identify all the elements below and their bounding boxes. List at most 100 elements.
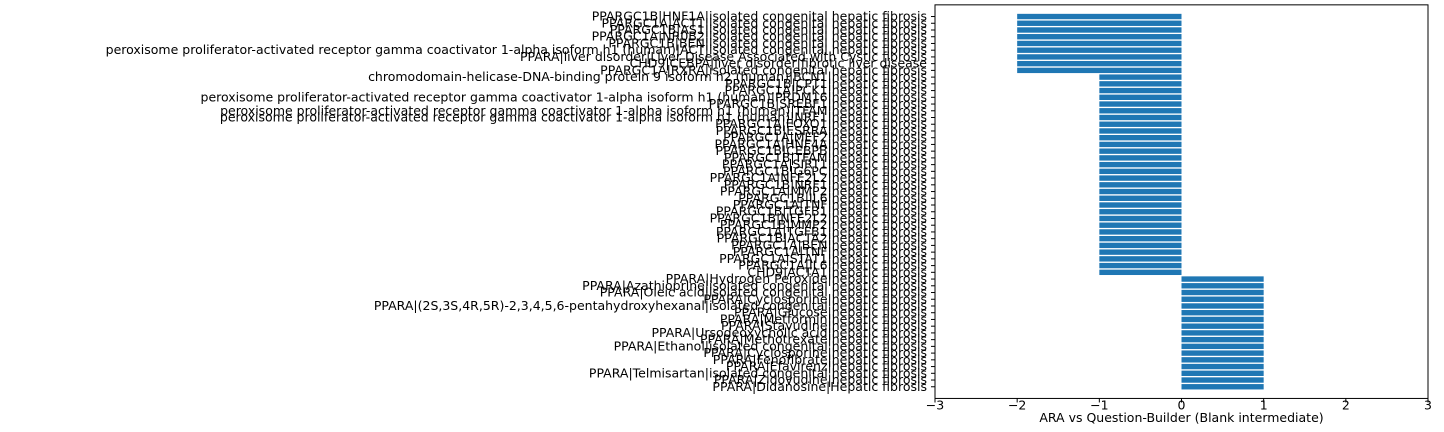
bar xyxy=(1099,249,1182,255)
category-label: PPARA|Glucose|hepatic fibrosis xyxy=(734,305,927,320)
bar xyxy=(1017,54,1182,60)
x-tick-label: 2 xyxy=(1342,398,1350,413)
bar xyxy=(1099,256,1182,262)
x-tick-label: −3 xyxy=(926,398,944,413)
bar xyxy=(1017,40,1182,47)
bar xyxy=(1099,195,1182,201)
bar xyxy=(1181,283,1264,289)
category-label: peroxisome proliferator-activated recept… xyxy=(201,89,927,104)
category-label: PPARA|Ursodeoxycholic acid|hepatic fibro… xyxy=(651,325,927,340)
category-label: PPARGC1A|TNF|hepatic fibrosis xyxy=(733,244,927,259)
bar xyxy=(1017,47,1182,53)
plot-frame xyxy=(934,4,1429,399)
category-label: PPARGC1B|TGFB1|hepatic fibrosis xyxy=(716,204,927,219)
bar xyxy=(1099,262,1182,269)
category-label: PPARA|Didanosine|Hepatic fibrosis xyxy=(712,379,927,394)
category-label: peroxisome proliferator-activated recept… xyxy=(220,110,927,125)
bar xyxy=(1181,357,1264,363)
bar xyxy=(1017,34,1182,40)
x-tick-label: −2 xyxy=(1008,398,1026,413)
bar xyxy=(1099,94,1182,101)
bar xyxy=(1099,121,1182,127)
bar xyxy=(1099,209,1182,215)
category-label: PPARGC1A|BEN|hepatic fibrosis xyxy=(731,237,927,252)
bar xyxy=(1181,343,1264,350)
category-label: chromodomain-helicase-DNA-binding protei… xyxy=(368,69,927,84)
bar xyxy=(1099,135,1182,141)
bar xyxy=(1181,330,1264,336)
category-label: PPARA|Efavirenz|hepatic fibrosis xyxy=(726,359,927,374)
bar xyxy=(1099,168,1182,175)
category-label: PPARGC1A|SIRT1|hepatic fibrosis xyxy=(722,157,927,172)
bars-group xyxy=(1017,13,1264,390)
bar xyxy=(1099,242,1182,249)
bar xyxy=(1099,81,1182,87)
category-label: PPARGC1B|ACTA2|hepatic fibrosis xyxy=(717,231,927,246)
category-label: PPARGC1A|NR0B2|isolated congenital hepat… xyxy=(592,29,927,44)
category-label: PPARGC1B|ESRRA|hepatic fibrosis xyxy=(716,123,927,138)
category-label: PPARGC1B|NRF1|hepatic fibrosis xyxy=(724,177,927,192)
bar xyxy=(1181,316,1264,323)
bar xyxy=(1099,128,1182,134)
x-tick-label: −1 xyxy=(1090,398,1108,413)
category-label: PPARGC1B|CEBPB|hepatic fibrosis xyxy=(716,143,927,158)
category-label: PPARA|Cyclosporine|hepatic fibrosis xyxy=(703,291,927,306)
category-label: PPARGC1A|TNF|hepatic fibrosis xyxy=(733,197,927,212)
bar xyxy=(1181,350,1264,356)
bar xyxy=(1017,27,1182,33)
x-axis-title: ARA vs Question-Builder (Blank intermedi… xyxy=(1039,410,1323,425)
category-label: PPARA|Stavudine|hepatic fibrosis xyxy=(721,318,927,333)
bar xyxy=(1099,229,1182,235)
category-label: PPARGC1A|RXRA|isolated congenital hepati… xyxy=(600,62,927,77)
category-label: PPARGC1A|HNF4A|hepatic fibrosis xyxy=(714,136,927,151)
bar xyxy=(1017,67,1182,74)
bar xyxy=(1099,202,1182,208)
bar xyxy=(1017,60,1182,67)
category-labels: PPARGC1B|HNF1A|isolated congenital hepat… xyxy=(106,9,935,394)
bar xyxy=(1099,215,1182,222)
bar xyxy=(1099,188,1182,195)
bar xyxy=(1099,235,1182,242)
category-label: PPARGC1B|HNF1A|isolated congenital hepat… xyxy=(592,9,927,24)
category-label: CHD9|ACTA1|hepatic fibrosis xyxy=(747,264,927,279)
category-label: PPARA|Telmisartan|isolated congenital he… xyxy=(589,365,927,380)
category-label: peroxisome proliferator-activated recept… xyxy=(106,42,927,57)
bar xyxy=(1181,377,1264,383)
bar xyxy=(1181,303,1264,309)
category-label: PPARA|liver disorder|Liver Disease Assoc… xyxy=(520,49,927,64)
bar xyxy=(1099,87,1182,94)
category-label: PPARGC1A|NFE2L2|hepatic fibrosis xyxy=(710,170,927,185)
category-label: PPARGC1B|NFE2L2|hepatic fibrosis xyxy=(710,210,927,225)
bar xyxy=(1099,269,1182,276)
category-label: PPARA|Hydrogen Peroxide|hepatic fibrosis xyxy=(666,271,927,286)
category-label: PPARGC1A|ACT1|isolated congenital hepati… xyxy=(602,15,927,30)
bar xyxy=(1017,20,1182,26)
category-label: PPARA|Zidovudine|hepatic fibrosis xyxy=(714,372,927,387)
bar xyxy=(1181,384,1264,390)
category-label: PPARGC1A|MMP2|hepatic fibrosis xyxy=(720,184,927,199)
category-label: PPARGC1A|MEF2|hepatic fibrosis xyxy=(723,130,927,145)
category-label: PPARGC1B|BEN|isolated congenital hepatic… xyxy=(608,35,927,50)
x-tick-label: 0 xyxy=(1178,398,1186,413)
category-label: PPARA|Cyclosporine|hepatic fibrosis xyxy=(703,345,927,360)
category-label: PPARGC1B|TFAM|hepatic fibrosis xyxy=(724,150,927,165)
category-label: PPARA|(2S,3S,4R,5R)-2,3,4,5,6-pentahydro… xyxy=(374,298,927,313)
bar xyxy=(1099,108,1182,114)
bar xyxy=(1181,363,1264,370)
bar xyxy=(1181,336,1264,343)
x-tick-label: 1 xyxy=(1260,398,1268,413)
bar xyxy=(1181,323,1264,329)
bar xyxy=(1099,182,1182,188)
bar xyxy=(1099,222,1182,228)
category-label: PPARGC1B|SREBF1|hepatic fibrosis xyxy=(709,96,927,111)
bar xyxy=(1099,114,1182,121)
bar xyxy=(1099,101,1182,107)
bar xyxy=(1099,155,1182,161)
bar xyxy=(1181,310,1264,316)
category-label: PPARA|Ethanol|isolated congenital hepati… xyxy=(614,338,927,353)
category-label: PPARGC1A|FOXO1|hepatic fibrosis xyxy=(715,116,927,131)
bar xyxy=(1181,289,1264,296)
bar xyxy=(1099,175,1182,181)
